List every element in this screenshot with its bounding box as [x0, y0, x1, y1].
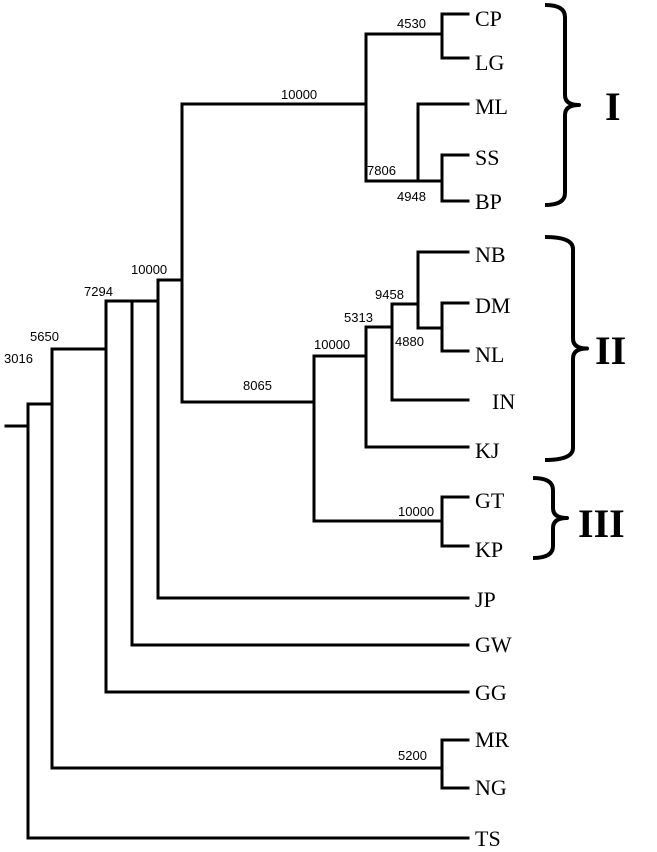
clade-label-i: I: [605, 84, 621, 129]
bootstrap-label-10000-jp: 10000: [131, 262, 167, 277]
bootstrap-label-10000-gtkp: 10000: [398, 504, 434, 519]
taxon-label-dm: DM: [475, 293, 510, 318]
clade-label-iii: III: [578, 501, 625, 546]
bootstrap-label-4948: 4948: [397, 189, 426, 204]
bracket-clade-ii: [544, 235, 589, 462]
tree-branches: [4, 12, 470, 840]
taxon-label-lg: LG: [475, 50, 504, 75]
bootstrap-label-9458: 9458: [375, 287, 404, 302]
bootstrap-label-7806: 7806: [367, 163, 396, 178]
taxon-label-jp: JP: [475, 587, 496, 612]
bootstrap-label-root: 3016: [4, 351, 33, 366]
taxon-label-ts: TS: [475, 826, 501, 851]
taxon-label-ml: ML: [475, 94, 508, 119]
taxon-label-in: IN: [492, 389, 515, 414]
taxon-label-kp: KP: [475, 537, 503, 562]
bootstrap-label-8065: 8065: [243, 378, 272, 393]
bracket-clade-iii: [532, 476, 569, 560]
taxon-label-gg: GG: [475, 680, 507, 705]
clade-brackets: [532, 3, 589, 560]
bootstrap-label-5650: 5650: [30, 329, 59, 344]
taxon-label-bp: BP: [475, 189, 502, 214]
bootstrap-label-10000-kj: 10000: [314, 337, 350, 352]
clade-label-ii: II: [595, 328, 626, 373]
taxon-label-kj: KJ: [475, 438, 500, 463]
bootstrap-label-10000-top: 10000: [281, 87, 317, 102]
bootstrap-label-5200: 5200: [398, 748, 427, 763]
taxon-label-cp: CP: [475, 6, 502, 31]
taxon-label-gw: GW: [475, 632, 512, 657]
bracket-clade-i: [544, 3, 581, 207]
bootstrap-label-4880: 4880: [395, 334, 424, 349]
taxon-label-nl: NL: [475, 342, 504, 367]
bootstrap-label-7294: 7294: [84, 284, 113, 299]
bootstrap-label-5313: 5313: [344, 310, 373, 325]
taxon-label-ng: NG: [475, 775, 507, 800]
taxon-label-nb: NB: [475, 242, 506, 267]
taxon-label-ss: SS: [475, 145, 499, 170]
bootstrap-label-4530: 4530: [397, 16, 426, 31]
taxon-label-mr: MR: [475, 727, 510, 752]
taxon-label-gt: GT: [475, 488, 505, 513]
